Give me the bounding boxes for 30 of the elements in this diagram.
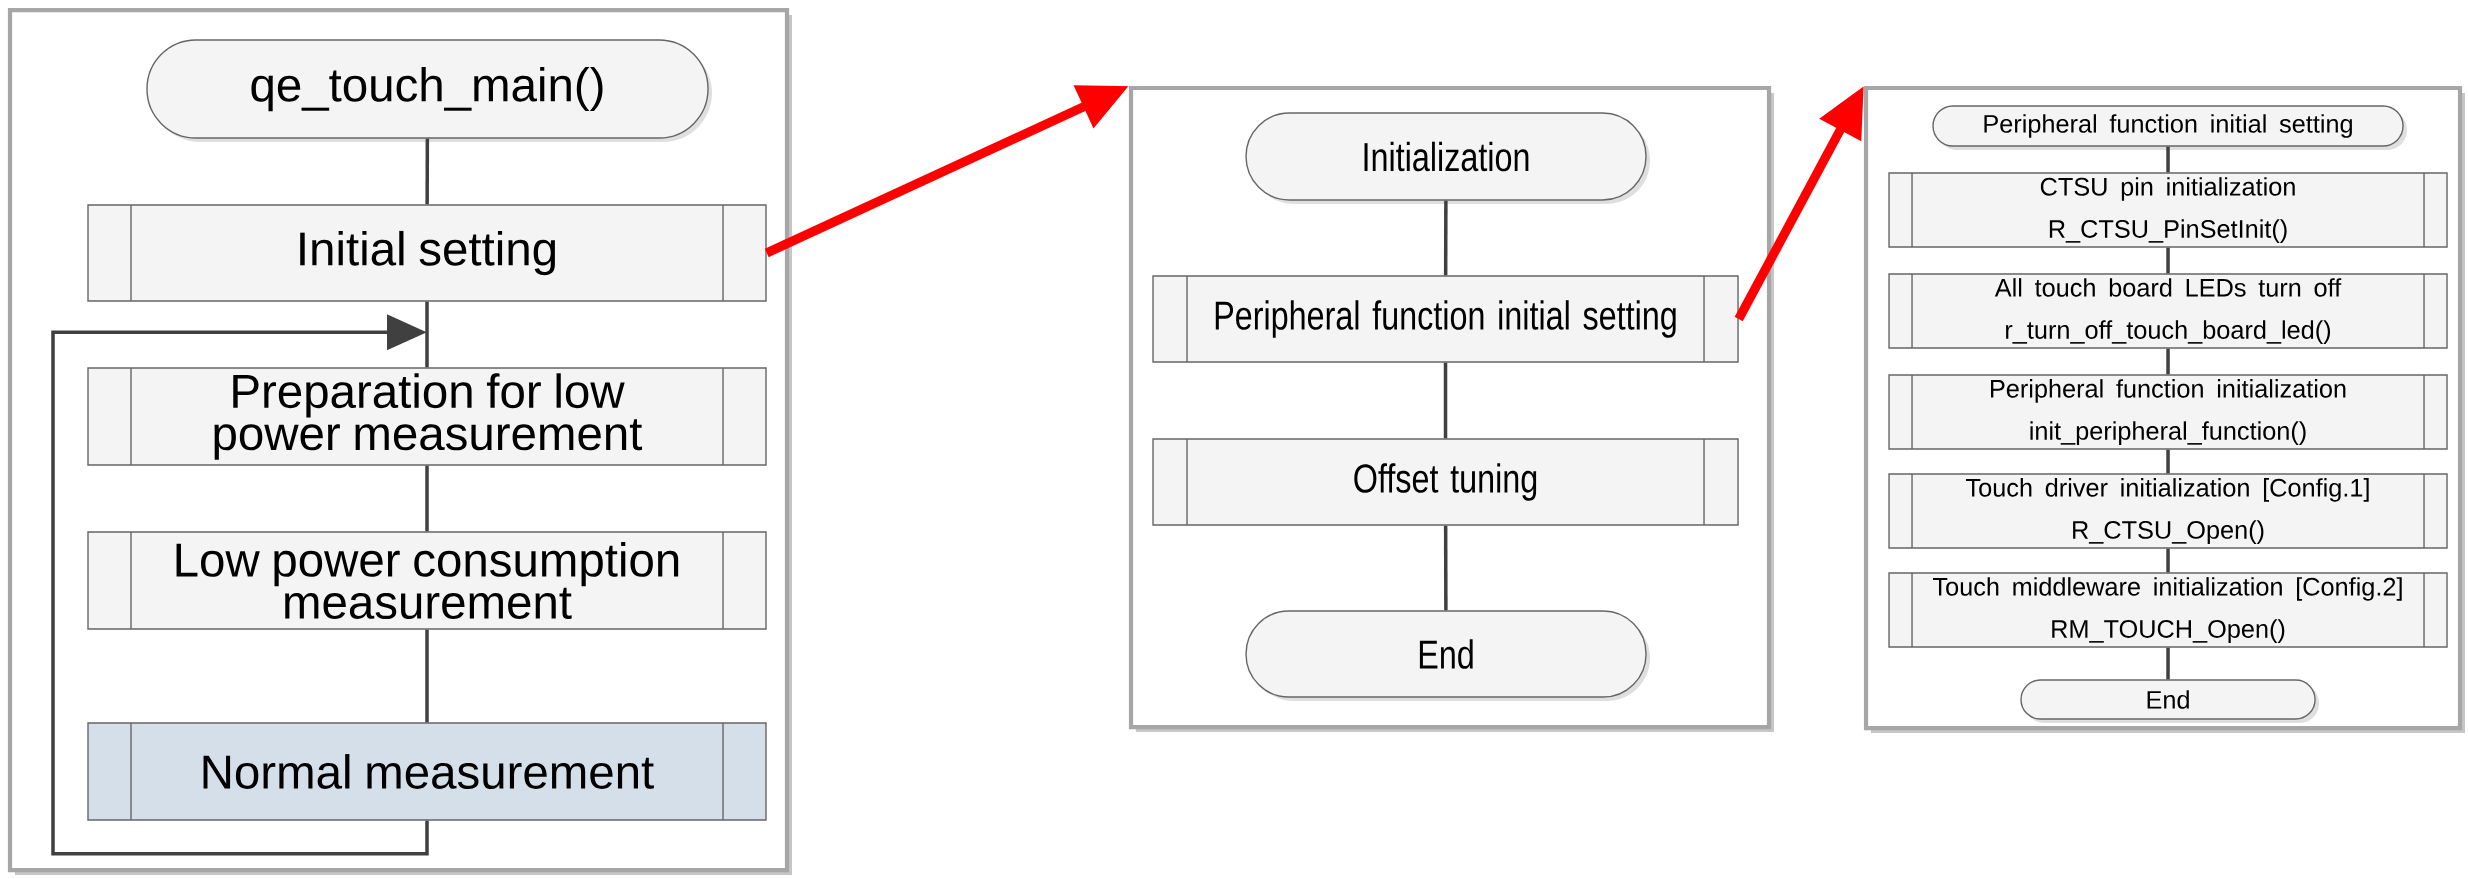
- connector-line: [1443, 362, 1448, 439]
- subprocess-box: Low power consumption measurement: [87, 531, 767, 630]
- subprocess-box: CTSU pin initialization R_CTSU_PinSetInit(): [1888, 172, 2448, 248]
- subprocess-box: Initial setting: [87, 204, 767, 302]
- subprocess-box: Offset tuning: [1152, 438, 1739, 526]
- subprocess-box: Peripheral function initial setting: [1152, 275, 1739, 363]
- subprocess-box: Peripheral function initialization init_peripheral_function(): [1888, 374, 2448, 450]
- connector-line: [1443, 525, 1448, 611]
- connector-line: [2166, 548, 2170, 573]
- connector-line: [2166, 348, 2170, 375]
- subprocess-box: Preparation for low power measurement: [87, 367, 767, 466]
- connector-line: [1443, 200, 1448, 276]
- terminator: qe_touch_main(): [146, 39, 712, 142]
- arrow: [51, 314, 429, 856]
- subprocess-box: Touch driver initialization [Config.1] R_CTSU_Open(): [1888, 473, 2448, 549]
- terminator: Peripheral function initial setting: [1932, 105, 2408, 150]
- connector-line: [425, 465, 429, 532]
- connector-line: [425, 138, 430, 205]
- terminator: End: [2020, 679, 2320, 724]
- terminator: End: [1245, 610, 1650, 701]
- connector-line: [425, 629, 429, 723]
- connector-line: [2166, 647, 2170, 680]
- subprocess-box: All touch board LEDs turn off r_turn_off_touch_board_led(): [1888, 273, 2448, 349]
- subprocess-box: Normal measurement: [87, 722, 767, 821]
- terminator: Initialization: [1245, 112, 1650, 204]
- connector-line: [2166, 146, 2170, 173]
- connector-line: [2166, 449, 2170, 474]
- connector-line: [425, 301, 429, 368]
- connector-line: [2166, 247, 2170, 274]
- subprocess-box: Touch middleware initialization [Config.2] RM_TOUCH_Open(): [1888, 572, 2448, 648]
